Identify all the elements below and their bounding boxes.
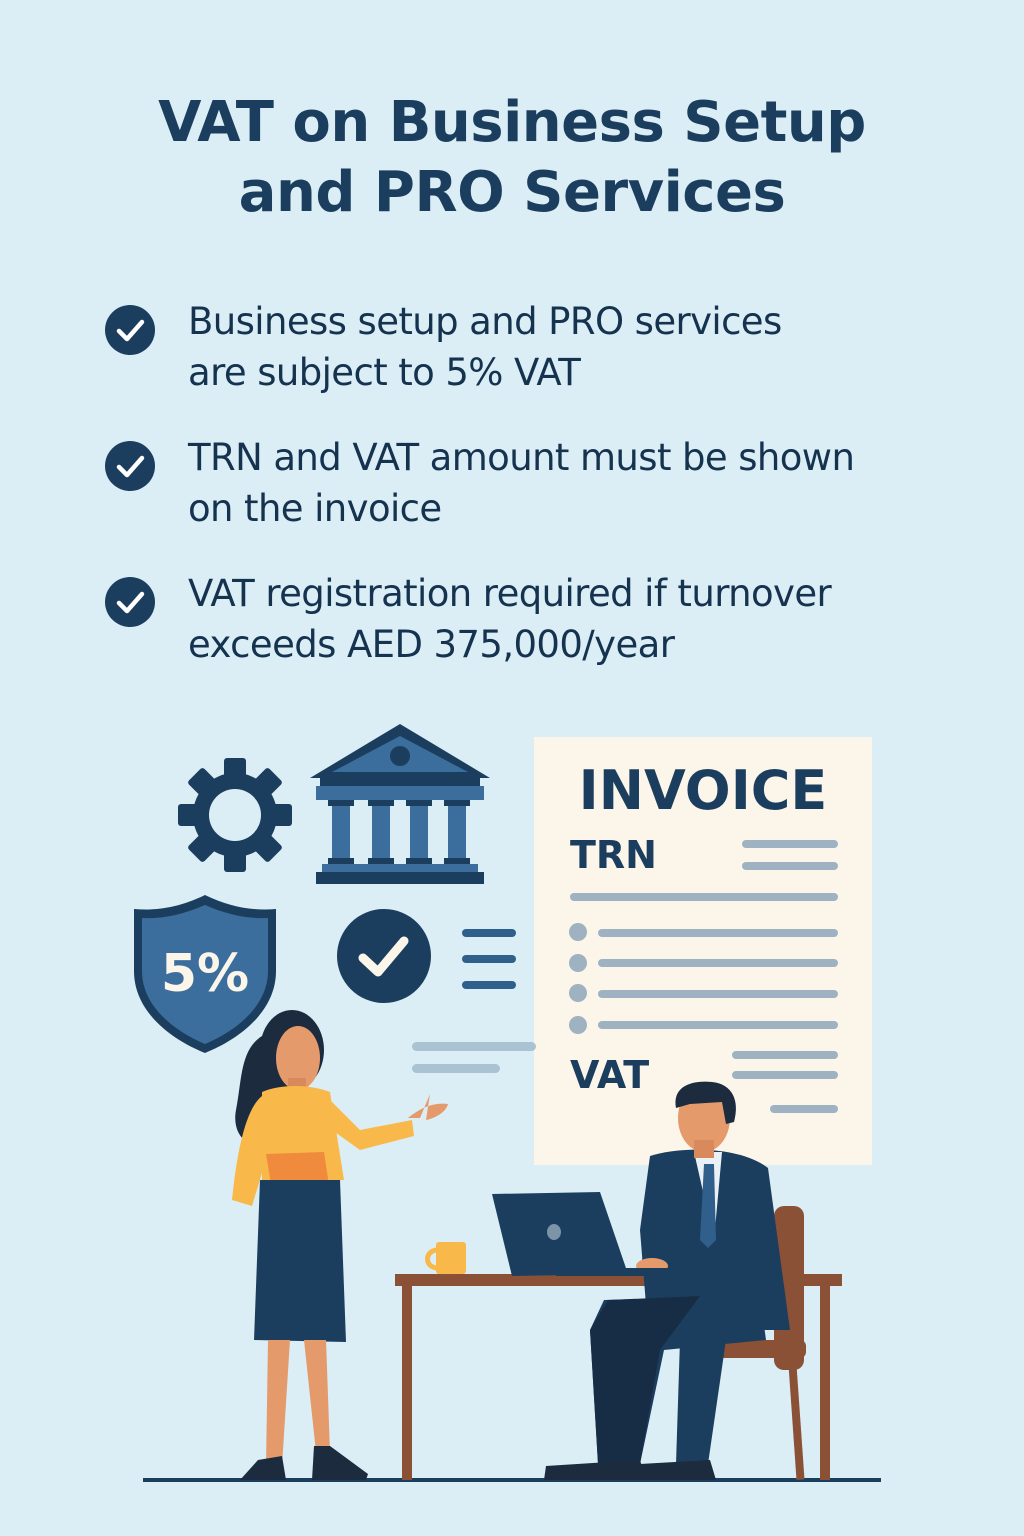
invoice-line [598,929,838,937]
shield-icon: 5% [134,895,276,1053]
invoice-trn-label: TRN [570,833,657,877]
invoice-bullet-dot [569,984,587,1002]
check-circle-icon [105,577,155,627]
bullet-list: Business setup and PRO services are subj… [104,296,944,704]
invoice-line [742,840,838,848]
invoice-line [570,893,838,901]
check-circle-icon [337,909,431,1003]
check-circle-icon [105,305,155,355]
bullet-line: VAT registration required if turnover [188,572,832,615]
invoice-line [732,1051,838,1059]
man-figure [544,1081,790,1480]
bullet-line: on the invoice [188,487,442,530]
bullet-item: TRN and VAT amount must be shown on the … [104,432,944,568]
title-line-2: and PRO Services [238,160,786,225]
title-line-1: VAT on Business Setup [158,90,866,155]
page-title: VAT on Business Setup and PRO Services [0,88,1024,228]
invoice-line [770,1105,838,1113]
bullet-line: exceeds AED 375,000/year [188,623,675,666]
bullet-text: Business setup and PRO services are subj… [188,296,782,398]
speech-lines [412,1042,536,1073]
bullet-line: TRN and VAT amount must be shown [188,436,855,479]
coffee-mug-icon [425,1242,466,1274]
check-circle-icon [105,441,155,491]
bullet-line: Business setup and PRO services [188,300,782,343]
bullet-text: VAT registration required if turnover ex… [188,568,832,670]
invoice-bullet-dot [569,954,587,972]
bank-building-icon [310,724,490,884]
invoice-line [598,1021,838,1029]
list-lines-icon [462,929,516,989]
woman-figure [232,1010,448,1480]
invoice-bullet-dot [569,923,587,941]
invoice-line [598,990,838,998]
invoice-line [742,862,838,870]
shield-label: 5% [161,944,249,1004]
invoice-line [598,959,838,967]
office-scene [143,1010,881,1482]
bullet-line: are subject to 5% VAT [188,351,581,394]
invoice-bullet-dot [569,1016,587,1034]
bullet-item: VAT registration required if turnover ex… [104,568,944,704]
bullet-item: Business setup and PRO services are subj… [104,296,944,432]
bullet-text: TRN and VAT amount must be shown on the … [188,432,855,534]
gear-icon [178,758,292,872]
invoice-vat-label: VAT [570,1053,650,1097]
laptop-icon [492,1192,680,1276]
invoice-title: INVOICE [578,759,828,822]
invoice-line [732,1071,838,1079]
